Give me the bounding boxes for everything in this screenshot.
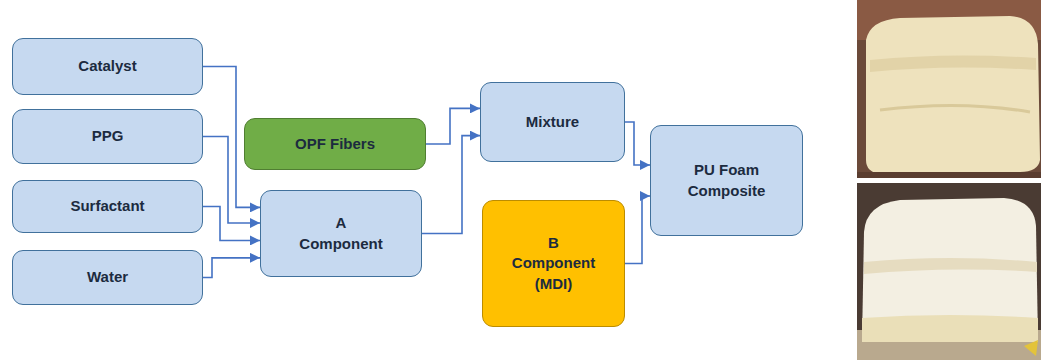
flow-arrow bbox=[422, 136, 480, 234]
box-label: PPG bbox=[92, 126, 124, 146]
flow-arrow bbox=[625, 122, 650, 165]
text-holder: B Component (MDI) bbox=[509, 233, 599, 294]
flow-arrow bbox=[625, 196, 650, 263]
process-box: OPF Fibers bbox=[244, 118, 426, 170]
foam-photo-top bbox=[857, 0, 1041, 178]
text-holder: A Component bbox=[296, 213, 386, 254]
process-box: PPG bbox=[12, 109, 203, 164]
flow-arrow bbox=[203, 207, 260, 241]
box-label: OPF Fibers bbox=[295, 134, 375, 154]
text-holder: Surfactant bbox=[70, 196, 144, 216]
box-label: Surfactant bbox=[70, 196, 144, 216]
box-label: B Component (MDI) bbox=[509, 233, 599, 294]
process-box: Mixture bbox=[480, 82, 625, 162]
text-holder: PPG bbox=[92, 126, 124, 146]
box-label: Water bbox=[87, 267, 128, 287]
text-holder: Water bbox=[87, 267, 128, 287]
text-holder: PU Foam Composite bbox=[679, 160, 774, 201]
process-box: Water bbox=[12, 250, 203, 305]
flow-arrow bbox=[203, 258, 260, 278]
text-holder: Mixture bbox=[526, 112, 579, 132]
process-box: B Component (MDI) bbox=[482, 200, 625, 327]
text-holder: OPF Fibers bbox=[295, 134, 375, 154]
flow-arrow bbox=[426, 108, 480, 144]
box-label: Catalyst bbox=[78, 56, 136, 76]
box-label: Mixture bbox=[526, 112, 579, 132]
process-box: PU Foam Composite bbox=[650, 125, 803, 236]
foam-photo-bottom bbox=[857, 183, 1041, 360]
box-label: PU Foam Composite bbox=[679, 160, 774, 201]
process-box: Surfactant bbox=[12, 180, 203, 233]
box-label: A Component bbox=[296, 213, 386, 254]
process-box: Catalyst bbox=[12, 38, 203, 95]
process-box: A Component bbox=[260, 190, 422, 277]
text-holder: Catalyst bbox=[78, 56, 136, 76]
